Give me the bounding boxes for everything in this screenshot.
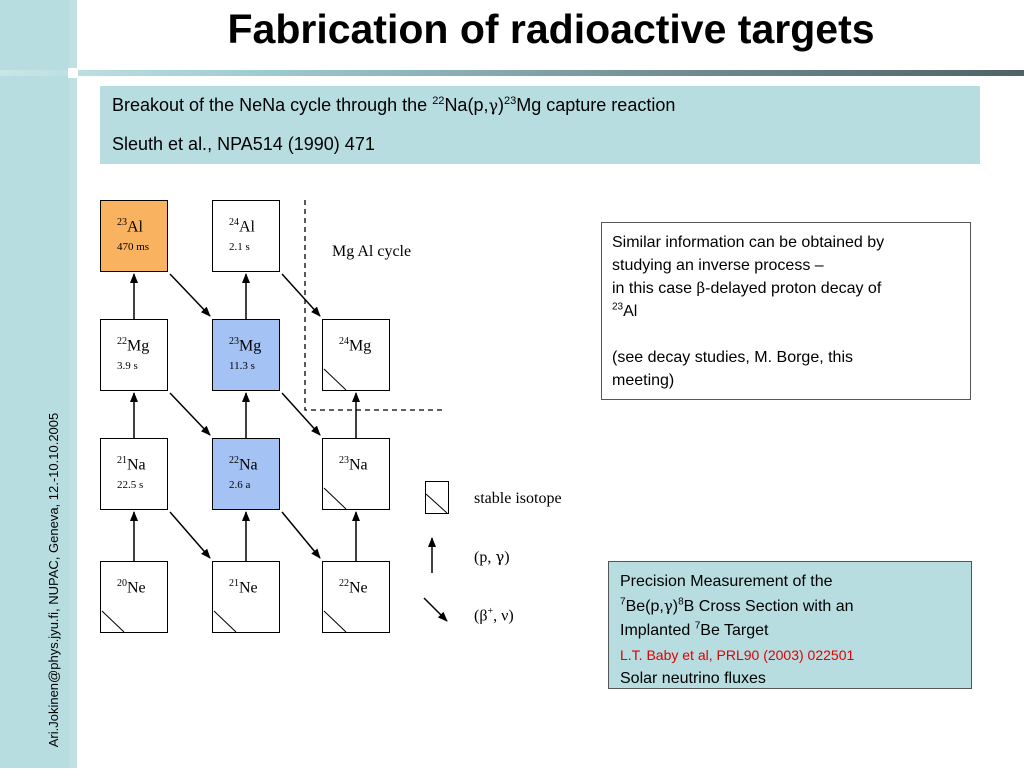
half-life: 2.1 s <box>229 241 250 253</box>
gamma-symbol: γ <box>663 597 673 615</box>
nuclide-box-ne21: 21Ne <box>212 561 280 633</box>
nuclide-box-na22: 22Na 2.6 a <box>212 438 280 510</box>
reference-link: L.T. Baby et al, PRL90 (2003) 022501 <box>620 647 855 663</box>
half-life: 3.9 s <box>117 360 138 372</box>
header-text: ) <box>498 95 505 115</box>
nuclide-symbol: 22Ne <box>339 578 368 597</box>
info-line: Similar information can be obtained by <box>612 234 885 251</box>
prec-line: Precision Measurement of the <box>620 573 833 590</box>
header-line-2: Sleuth et al., NPA514 (1990) 471 <box>112 134 375 154</box>
info-line: studying an inverse process – <box>612 257 824 274</box>
header-text: Na(p, <box>444 95 489 115</box>
title-underline <box>0 70 1024 76</box>
beta-arrow <box>281 273 321 317</box>
nuclide-symbol: 22Mg <box>117 336 150 355</box>
legend-stable-box <box>425 481 449 514</box>
slide-title: Fabrication of radioactive targets <box>227 6 875 52</box>
beta-arrow <box>281 392 321 436</box>
beta-arrow <box>169 511 211 559</box>
nuclide-symbol: 23Na <box>339 455 368 474</box>
nuclide-box-na21: 21Na 22.5 s <box>100 438 168 510</box>
legend-pg-label: (p, γ) <box>474 548 510 566</box>
beta-symbol: β <box>696 279 706 297</box>
mg-al-cycle-label: Mg Al cycle <box>332 243 412 260</box>
half-life: 2.6 a <box>229 479 251 491</box>
info-line: in this case β-delayed proton decay of <box>612 279 882 297</box>
nuclide-box-mg23: 23Mg 11.3 s <box>212 319 280 391</box>
beta-arrow <box>169 392 211 436</box>
legend-stable-label: stable isotope <box>474 490 562 507</box>
corner-square <box>68 68 78 78</box>
header-text: Breakout of the NeNa cycle through the <box>112 95 433 115</box>
prec-line: Implanted 7Be Target <box>620 620 769 639</box>
half-life: 470 ms <box>117 241 150 253</box>
half-life: 22.5 s <box>117 479 144 491</box>
precision-measurement-box: Precision Measurement of the 7Be(p,γ)8B … <box>608 561 972 689</box>
beta-arrow <box>281 511 321 559</box>
inverse-process-box: Similar information can be obtained by s… <box>601 222 971 400</box>
info-line: (see decay studies, M. Borge, this <box>612 349 853 366</box>
side-footer-text: Ari.Jokinen@phys.jyu.fi, NUPAC, Geneva, … <box>46 412 61 748</box>
nuclide-box-ne20: 20Ne <box>100 561 168 633</box>
nuclide-symbol: 24Al <box>229 217 255 236</box>
nuclide-symbol: 21Na <box>117 455 146 474</box>
left-decor-line <box>69 0 77 768</box>
header-text: Mg capture reaction <box>516 95 676 115</box>
nuclide-symbol: 21Ne <box>229 578 258 597</box>
beta-arrow <box>169 273 211 317</box>
nuclide-box-na23: 23Na <box>322 438 390 510</box>
header-mass-number: 22 <box>432 95 445 107</box>
legend-beta-arrow <box>423 597 448 622</box>
left-decor-bar <box>0 0 77 768</box>
gamma-symbol: γ <box>488 96 499 115</box>
gamma-symbol: γ <box>495 548 505 566</box>
nuclide-box-al24: 24Al 2.1 s <box>212 200 280 272</box>
nuclide-symbol: 22Na <box>229 455 258 474</box>
nuclide-box-mg24: 24Mg <box>322 319 390 391</box>
prec-line: Solar neutrino fluxes <box>620 670 766 687</box>
nuclide-symbol: 23Al <box>117 217 143 236</box>
info-line: 23Al <box>612 301 638 320</box>
nuclide-box-al23: 23Al 470 ms <box>100 200 168 272</box>
nuclide-symbol: 23Mg <box>229 336 262 355</box>
nuclide-box-mg22: 22Mg 3.9 s <box>100 319 168 391</box>
header-mass-number: 23 <box>504 95 517 107</box>
header-box: Breakout of the NeNa cycle through the 2… <box>100 86 980 164</box>
prec-line: 7Be(p,γ)8B Cross Section with an <box>620 596 854 615</box>
legend-beta-label: (β+, ν) <box>474 606 514 625</box>
header-line-1: Breakout of the NeNa cycle through the 2… <box>112 95 675 116</box>
nuclide-symbol: 20Ne <box>117 578 146 597</box>
half-life: 11.3 s <box>229 360 255 372</box>
nuclide-symbol: 24Mg <box>339 336 372 355</box>
info-line: meeting) <box>612 372 675 389</box>
nuclide-box-ne22: 22Ne <box>322 561 390 633</box>
